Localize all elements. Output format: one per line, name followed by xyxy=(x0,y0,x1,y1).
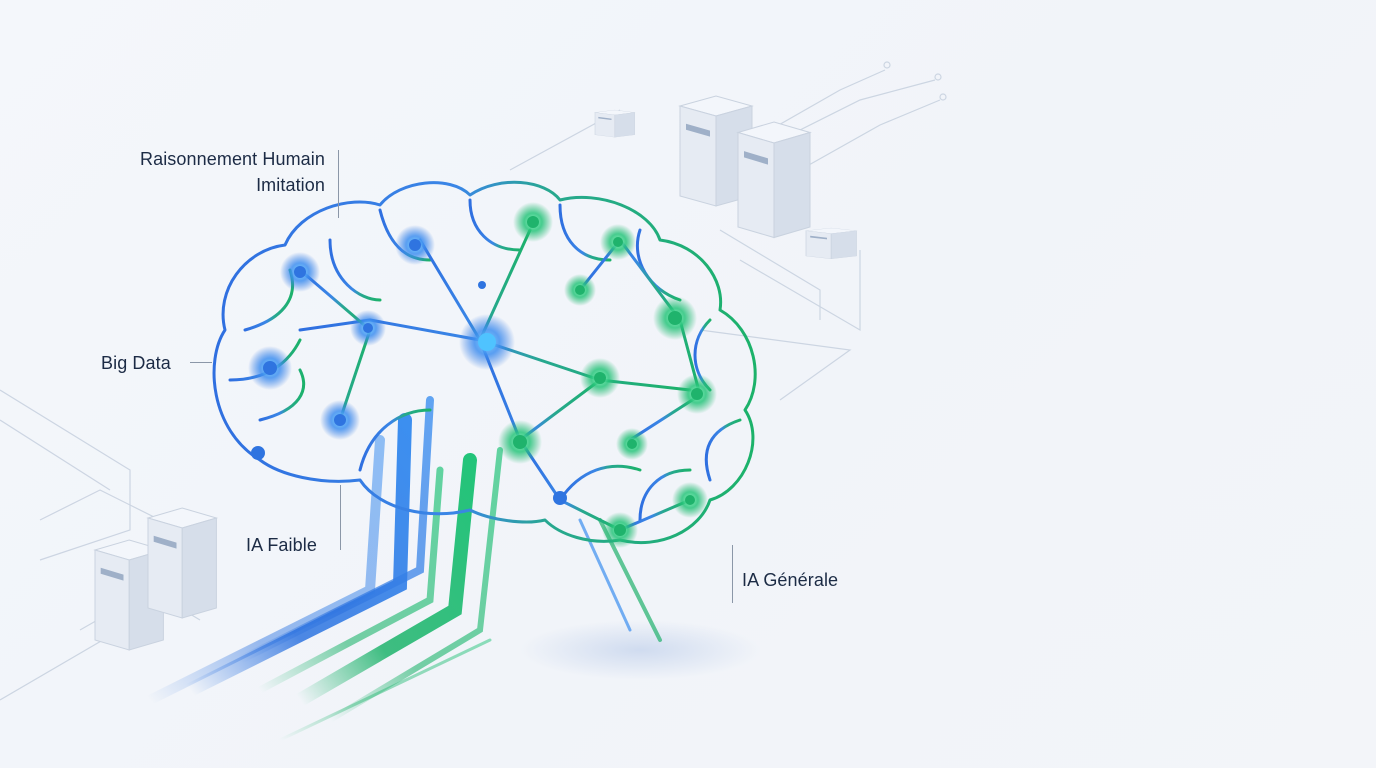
neuron-icon xyxy=(350,310,386,346)
weak-ai-leader-line xyxy=(340,485,341,550)
neuron-icon xyxy=(564,274,596,306)
weak-ai-label: IA Faible xyxy=(246,535,317,555)
neuron-icon xyxy=(672,482,708,518)
neuron-icon xyxy=(677,374,717,414)
general-ai-leader-line xyxy=(732,545,733,603)
neuron-icon xyxy=(580,358,620,398)
circuit-traces xyxy=(0,61,947,701)
neuron-icon xyxy=(498,420,542,464)
big-data-label: Big Data xyxy=(101,353,171,373)
data-streams xyxy=(145,396,662,742)
general-ai-label: IA Générale xyxy=(742,570,839,590)
reasoning-label-line2: Imitation xyxy=(256,175,325,195)
neuron-icon xyxy=(600,224,636,260)
neuron-icon xyxy=(248,346,292,390)
neuron-icon xyxy=(653,296,697,340)
reasoning-label: Raisonnement Humain Imitation xyxy=(60,146,325,198)
big-data-leader-line xyxy=(190,362,212,363)
neuron-icon xyxy=(395,225,435,265)
neuron-icon xyxy=(602,512,638,548)
reasoning-label-line1: Raisonnement Humain xyxy=(140,149,325,169)
neuron-icon xyxy=(459,314,515,370)
neuron-nodes xyxy=(248,202,717,548)
neuron-icon xyxy=(320,400,360,440)
reasoning-leader-line xyxy=(338,150,339,218)
neuron-icon xyxy=(513,202,553,242)
neuron-icon xyxy=(616,428,648,460)
server-rack-bottom xyxy=(94,507,217,651)
neuron-icon xyxy=(280,252,320,292)
